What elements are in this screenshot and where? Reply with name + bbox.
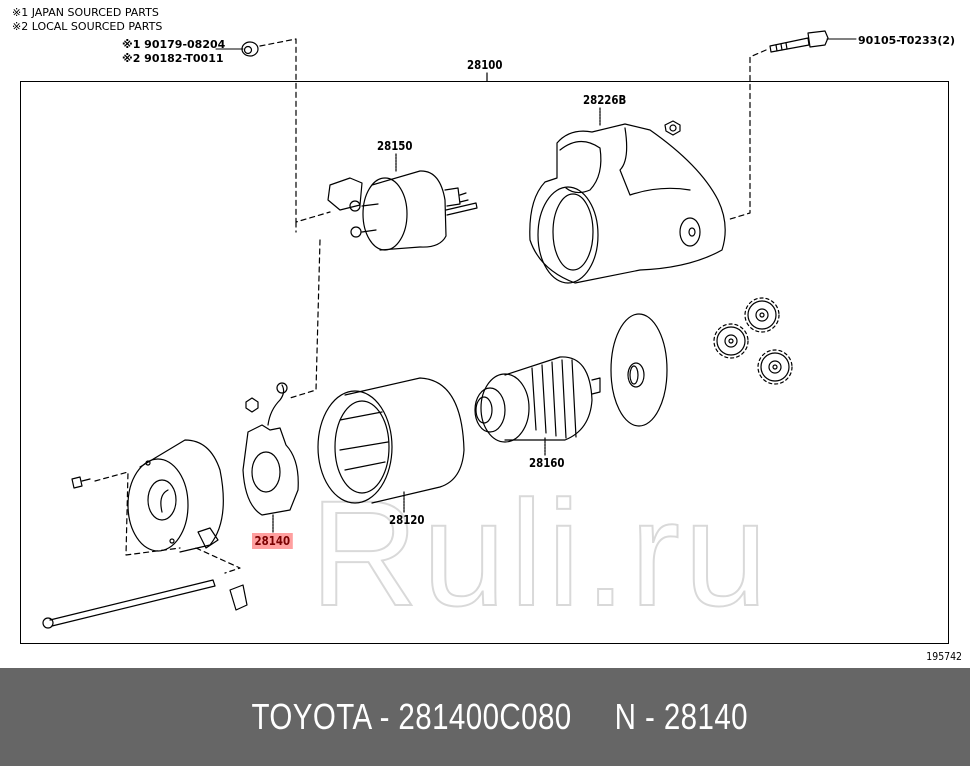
legend-japan-sourced: ※1 JAPAN SOURCED PARTS — [12, 6, 159, 19]
nut-icon — [215, 41, 259, 57]
label-28226B[interactable]: 28226B — [583, 93, 627, 107]
planetary-gear-icons — [713, 297, 793, 385]
callout-nut-japan[interactable]: ※1 90179-08204 — [122, 38, 226, 51]
assembly-frame — [20, 81, 949, 644]
yoke-drawing — [317, 377, 465, 513]
label-28150[interactable]: 28150 — [377, 139, 413, 153]
callout-bolt[interactable]: 90105-T0233(2) — [858, 34, 956, 47]
label-28100[interactable]: 28100 — [467, 58, 503, 72]
label-28140-highlighted[interactable]: 28140 — [252, 533, 293, 549]
bolt-icon — [769, 30, 857, 53]
footer-part-number: TOYOTA - 281400C080 N - 28140 — [251, 696, 749, 737]
legend-local-sourced: ※2 LOCAL SOURCED PARTS — [12, 20, 163, 33]
brush-holder-drawing — [242, 382, 299, 533]
solenoid-drawing — [327, 153, 478, 251]
drive-housing-drawing — [529, 107, 726, 284]
brush-icon — [229, 584, 248, 611]
footer-bar: TOYOTA - 281400C080 N - 28140 — [0, 668, 970, 766]
screw-icon — [71, 476, 91, 489]
end-frame-drawing — [127, 439, 224, 553]
label-28160[interactable]: 28160 — [529, 456, 565, 470]
through-bolt-icon — [42, 579, 216, 629]
callout-nut-local[interactable]: ※2 90182-T0011 — [122, 52, 224, 65]
label-28120[interactable]: 28120 — [389, 513, 425, 527]
gear-plate-drawing — [610, 313, 668, 427]
exploded-diagram — [42, 30, 857, 629]
clutch-drawing — [474, 356, 601, 456]
figure-id: 195742 — [926, 650, 962, 663]
